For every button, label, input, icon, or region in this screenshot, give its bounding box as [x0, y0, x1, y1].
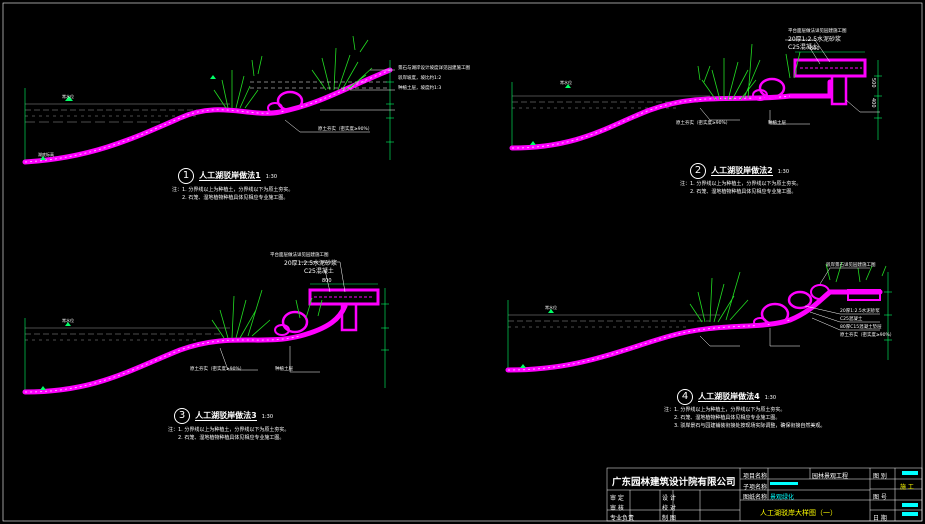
bottom-level-label: 湖底标高	[38, 152, 54, 157]
water-level-label: 常水位	[560, 80, 572, 85]
callout: 平台面层做法详见园建施工图	[270, 253, 329, 258]
callout: C25混凝土	[304, 268, 334, 275]
tb-label: 图 号	[873, 494, 887, 501]
section-scale: 1:30	[265, 174, 277, 180]
section-1-title-block: 1 人工湖驳岸做法1 1:30	[178, 163, 277, 184]
tb-label: 审 核	[610, 505, 624, 512]
platform-2	[793, 58, 867, 78]
section-2-callout-plant: 种植土层	[768, 121, 786, 126]
section-title: 人工湖驳岸做法3	[195, 411, 257, 421]
title-block-grid	[606, 467, 923, 522]
tb-label: 设 计	[662, 495, 676, 502]
note-line: 注：1. 分界线以上为种植土，分界线以下为原土夯实。	[168, 427, 290, 433]
tb-label: 专业负责	[610, 515, 635, 522]
section-2-notes: 注：1. 分界线以上为种植土，分界线以下为原土夯实。 2. 石笼、湿地植物种植具…	[680, 180, 801, 196]
callout: 驳岸景石详见园建施工图	[826, 263, 876, 268]
callout: 20厚1:2.5水泥砂浆	[788, 36, 842, 43]
tb-label: 图 别	[873, 473, 887, 480]
note-line: 注：1. 分界线以上为种植土，分界线以下为原土夯实。	[172, 187, 294, 193]
callout: C25混凝土	[840, 317, 863, 322]
tb-value: 园林景观工程	[812, 473, 849, 480]
tb-label: 日 期	[873, 515, 887, 522]
callout: 80厚C15混凝土垫层	[840, 325, 882, 330]
callout: 平台面层做法详见园建施工图	[788, 29, 847, 34]
rock-1b	[267, 102, 283, 114]
section-2-title-block: 2 人工湖驳岸做法2 1:30	[690, 158, 789, 179]
tb-label: 子项名称	[743, 484, 768, 491]
rock-1a	[276, 90, 304, 112]
section-scale: 1:30	[261, 414, 273, 420]
tb-label: 项目名称	[743, 473, 768, 480]
section-2-drawing	[509, 39, 882, 151]
section-1-drawing	[22, 35, 395, 165]
dim-label: 800	[810, 46, 820, 52]
title-block-cyan-marks	[770, 471, 918, 516]
dim-label: 800	[322, 278, 332, 284]
callout: 20厚1:2.5水泥砂浆	[284, 260, 338, 267]
callout: 种植土层，坡度约1:3	[398, 86, 442, 91]
tb-value: 施 工	[900, 484, 914, 491]
tb-label: 制 图	[662, 515, 676, 522]
section-4-title-block: 4 人工湖驳岸做法4 1:30	[677, 384, 776, 405]
note-line: 注：1. 分界线以上为种植土，分界线以下为原土夯实。	[664, 407, 786, 413]
section-1-callout-soil: 原土夯实（密实度≥90%）	[318, 127, 373, 132]
callout: 原土夯实（密实度≥90%）	[840, 333, 895, 338]
section-1-callouts: 景石与湖岸设计坡度详见园建施工图 驳岸坡度，坡比约1:2 种植土层，坡度约1:3	[398, 64, 470, 94]
tb-label: 图纸名称	[743, 494, 768, 501]
plants-1	[213, 35, 373, 109]
section-scale: 1:30	[777, 169, 789, 175]
water-level-label: 常水位	[62, 94, 74, 99]
section-number-circle: 4	[677, 389, 693, 405]
dim-label: 500	[870, 78, 876, 88]
water-level-label: 常水位	[62, 318, 74, 323]
section-3-callout-soil: 原土夯实（密实度≥90%）	[190, 367, 245, 372]
water-level-label: 常水位	[545, 305, 557, 310]
section-3-title-block: 3 人工湖驳岸做法3 1:30	[174, 403, 273, 424]
section-4-drawing	[505, 261, 892, 373]
callout: C25混凝土	[788, 44, 818, 51]
tb-label: 校 对	[662, 505, 676, 512]
callout: 20厚1:2.5水泥砂浆	[840, 309, 880, 314]
note-line: 3. 驳岸景石与园建铺装衔接处按现场实际调整，确保衔接自然美观。	[674, 423, 826, 429]
section-2-callout-soil: 原土夯实（密实度≥90%）	[676, 121, 731, 126]
section-4-notes: 注：1. 分界线以上为种植土，分界线以下为原土夯实。 2. 石笼、湿地植物种植具…	[664, 406, 825, 430]
note-line: 2. 石笼、湿地植物种植具体见相应专业施工图。	[182, 195, 289, 201]
section-2-callouts: 平台面层做法详见园建施工图 20厚1:2.5水泥砂浆 C25混凝土	[788, 28, 847, 52]
section-title: 人工湖驳岸做法2	[711, 166, 773, 176]
note-line: 2. 石笼、湿地植物种植具体见相应专业施工图。	[178, 435, 285, 441]
section-number-circle: 2	[690, 163, 706, 179]
section-number-circle: 3	[174, 408, 190, 424]
drawing-title: 人工湖驳岸大样图（一）	[760, 509, 837, 517]
section-title: 人工湖驳岸做法4	[698, 392, 760, 402]
bank-profile-1	[22, 67, 393, 165]
note-line: 2. 石笼、湿地植物种植具体见相应专业施工图。	[674, 415, 781, 421]
section-3-callouts: 平台面层做法详见园建施工图 20厚1:2.5水泥砂浆 C25混凝土	[270, 252, 337, 276]
section-scale: 1:30	[764, 395, 776, 401]
dim-label: 400	[870, 98, 876, 108]
section-4-callouts-lower: 20厚1:2.5水泥砂浆 C25混凝土 80厚C15混凝土垫层 原土夯实（密实度…	[840, 308, 894, 340]
tb-value: 景观绿化	[770, 494, 795, 501]
water-lines-1	[25, 103, 230, 123]
note-line: 2. 石笼、湿地植物种植具体见相应专业施工图。	[690, 189, 797, 195]
company-name: 广东园林建筑设计院有限公司	[612, 477, 736, 488]
section-3-callout-plant: 种植土层	[275, 367, 293, 372]
section-3-drawing	[22, 261, 389, 395]
section-3-notes: 注：1. 分界线以上为种植土，分界线以下为原土夯实。 2. 石笼、湿地植物种植具…	[168, 426, 289, 442]
tb-label: 审 定	[610, 495, 624, 502]
callout: 景石与湖岸设计坡度详见园建施工图	[398, 66, 470, 71]
note-line: 注：1. 分界线以上为种植土，分界线以下为原土夯实。	[680, 181, 802, 187]
callout: 驳岸坡度，坡比约1:2	[398, 76, 442, 81]
section-title: 人工湖驳岸做法1	[199, 171, 261, 181]
section-4-callouts: 驳岸景石详见园建施工图	[826, 262, 876, 270]
section-1-notes: 注：1. 分界线以上为种植土，分界线以下为原土夯实。 2. 石笼、湿地植物种植具…	[172, 186, 293, 202]
section-number-circle: 1	[178, 168, 194, 184]
